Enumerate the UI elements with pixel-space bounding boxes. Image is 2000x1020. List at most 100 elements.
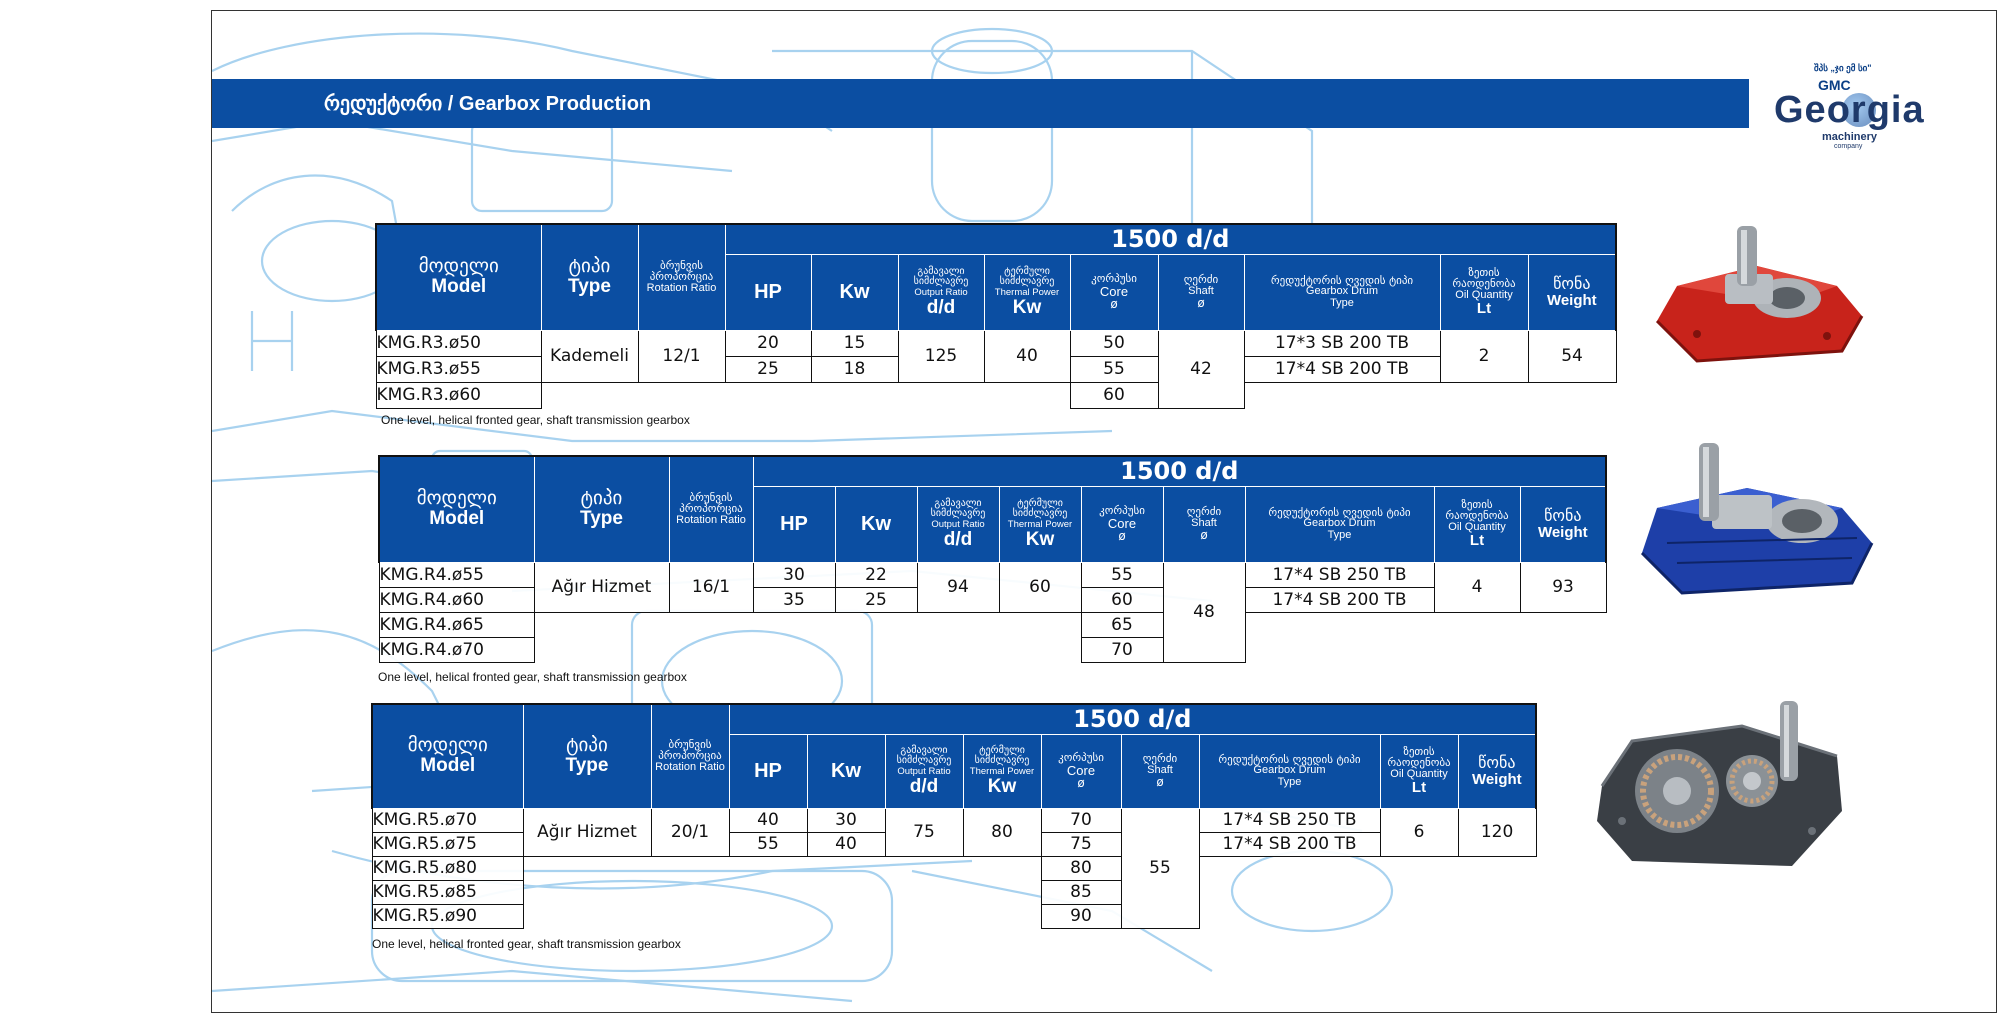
oil-cell: 6: [1379, 807, 1459, 857]
hp-cell: 35: [752, 586, 836, 613]
oil-cell: 4: [1433, 561, 1521, 613]
kw-cell: 15: [810, 329, 899, 357]
page-title: რედუქტორი / Gearbox Production: [324, 93, 652, 115]
ratio-cell: 16/1: [668, 561, 754, 613]
gearbox-photo-open: [1597, 701, 1842, 866]
hp-cell: 30: [752, 561, 836, 588]
kw-cell: 25: [834, 586, 918, 613]
model-cell: KMG.R5.ø75: [371, 831, 524, 857]
col-kw: Kw: [810, 253, 899, 331]
weight-cell: 54: [1527, 329, 1617, 383]
model-cell: KMG.R5.ø80: [371, 855, 524, 881]
output-cell: 94: [916, 561, 1000, 613]
model-cell: KMG.R4.ø65: [378, 611, 535, 638]
col-hp: HP: [728, 733, 808, 809]
core-cell: 70: [1080, 636, 1164, 663]
gearbox-photo-blue: [1640, 443, 1874, 595]
core-cell: 90: [1040, 903, 1122, 929]
kw-cell: 22: [834, 561, 918, 588]
kw-cell: 40: [806, 831, 886, 857]
logo-company: company: [1834, 143, 1863, 150]
col-hp: HP: [724, 253, 812, 331]
core-cell: 85: [1040, 879, 1122, 905]
thermal-cell: 40: [983, 329, 1071, 383]
model-cell: KMG.R5.ø70: [371, 807, 524, 833]
drum-cell: 17*4 SB 200 TB: [1198, 831, 1381, 857]
drum-cell: 17*4 SB 200 TB: [1243, 355, 1441, 383]
col-hp: HP: [752, 485, 836, 563]
gearbox-photo-red: [1655, 226, 1864, 363]
logo-machinery: machinery: [1822, 131, 1878, 143]
core-cell: 75: [1040, 831, 1122, 857]
core-cell: 70: [1040, 807, 1122, 833]
weight-cell: 93: [1519, 561, 1607, 613]
ratio-cell: 12/1: [637, 329, 726, 383]
weight-cell: 120: [1457, 807, 1537, 857]
type-cell: Ağır Hizmet: [522, 807, 652, 857]
logo-georgia: Georgia: [1774, 89, 1925, 131]
oil-cell: 2: [1439, 329, 1529, 383]
model-cell: KMG.R4.ø60: [378, 586, 535, 613]
core-cell: 80: [1040, 855, 1122, 881]
table-note: One level, helical fronted gear, shaft t…: [381, 413, 690, 427]
col-speed: 1500 d/d: [724, 223, 1618, 255]
logo-gmc: GMC: [1818, 77, 1851, 93]
kw-cell: 18: [810, 355, 899, 383]
model-cell: KMG.R5.ø85: [371, 879, 524, 905]
drum-cell: 17*4 SB 200 TB: [1244, 586, 1435, 613]
core-cell: 60: [1069, 381, 1159, 409]
model-cell: KMG.R3.ø60: [375, 381, 542, 409]
type-cell: Kademeli: [540, 329, 639, 383]
col-speed: 1500 d/d: [752, 455, 1608, 487]
model-cell: KMG.R3.ø55: [375, 355, 542, 383]
header-band: რედუქტორი / Gearbox Production: [212, 79, 1749, 128]
output-cell: 125: [897, 329, 985, 383]
kw-cell: 30: [806, 807, 886, 833]
model-cell: KMG.R4.ø55: [378, 561, 535, 588]
type-cell: Ağır Hizmet: [533, 561, 670, 613]
hp-cell: 55: [728, 831, 808, 857]
core-cell: 55: [1069, 355, 1159, 383]
table-note: One level, helical fronted gear, shaft t…: [372, 937, 681, 951]
shaft-cell: 55: [1120, 807, 1200, 929]
shaft-cell: 48: [1162, 561, 1246, 663]
hp-cell: 25: [724, 355, 812, 383]
model-cell: KMG.R5.ø90: [371, 903, 524, 929]
core-cell: 50: [1069, 329, 1159, 357]
model-cell: KMG.R3.ø50: [375, 329, 542, 357]
table-note: One level, helical fronted gear, shaft t…: [378, 670, 687, 684]
model-cell: KMG.R4.ø70: [378, 636, 535, 663]
col-kw: Kw: [806, 733, 886, 809]
drum-cell: 17*3 SB 200 TB: [1243, 329, 1441, 357]
thermal-cell: 60: [998, 561, 1082, 613]
shaft-cell: 42: [1157, 329, 1245, 409]
core-cell: 65: [1080, 611, 1164, 638]
